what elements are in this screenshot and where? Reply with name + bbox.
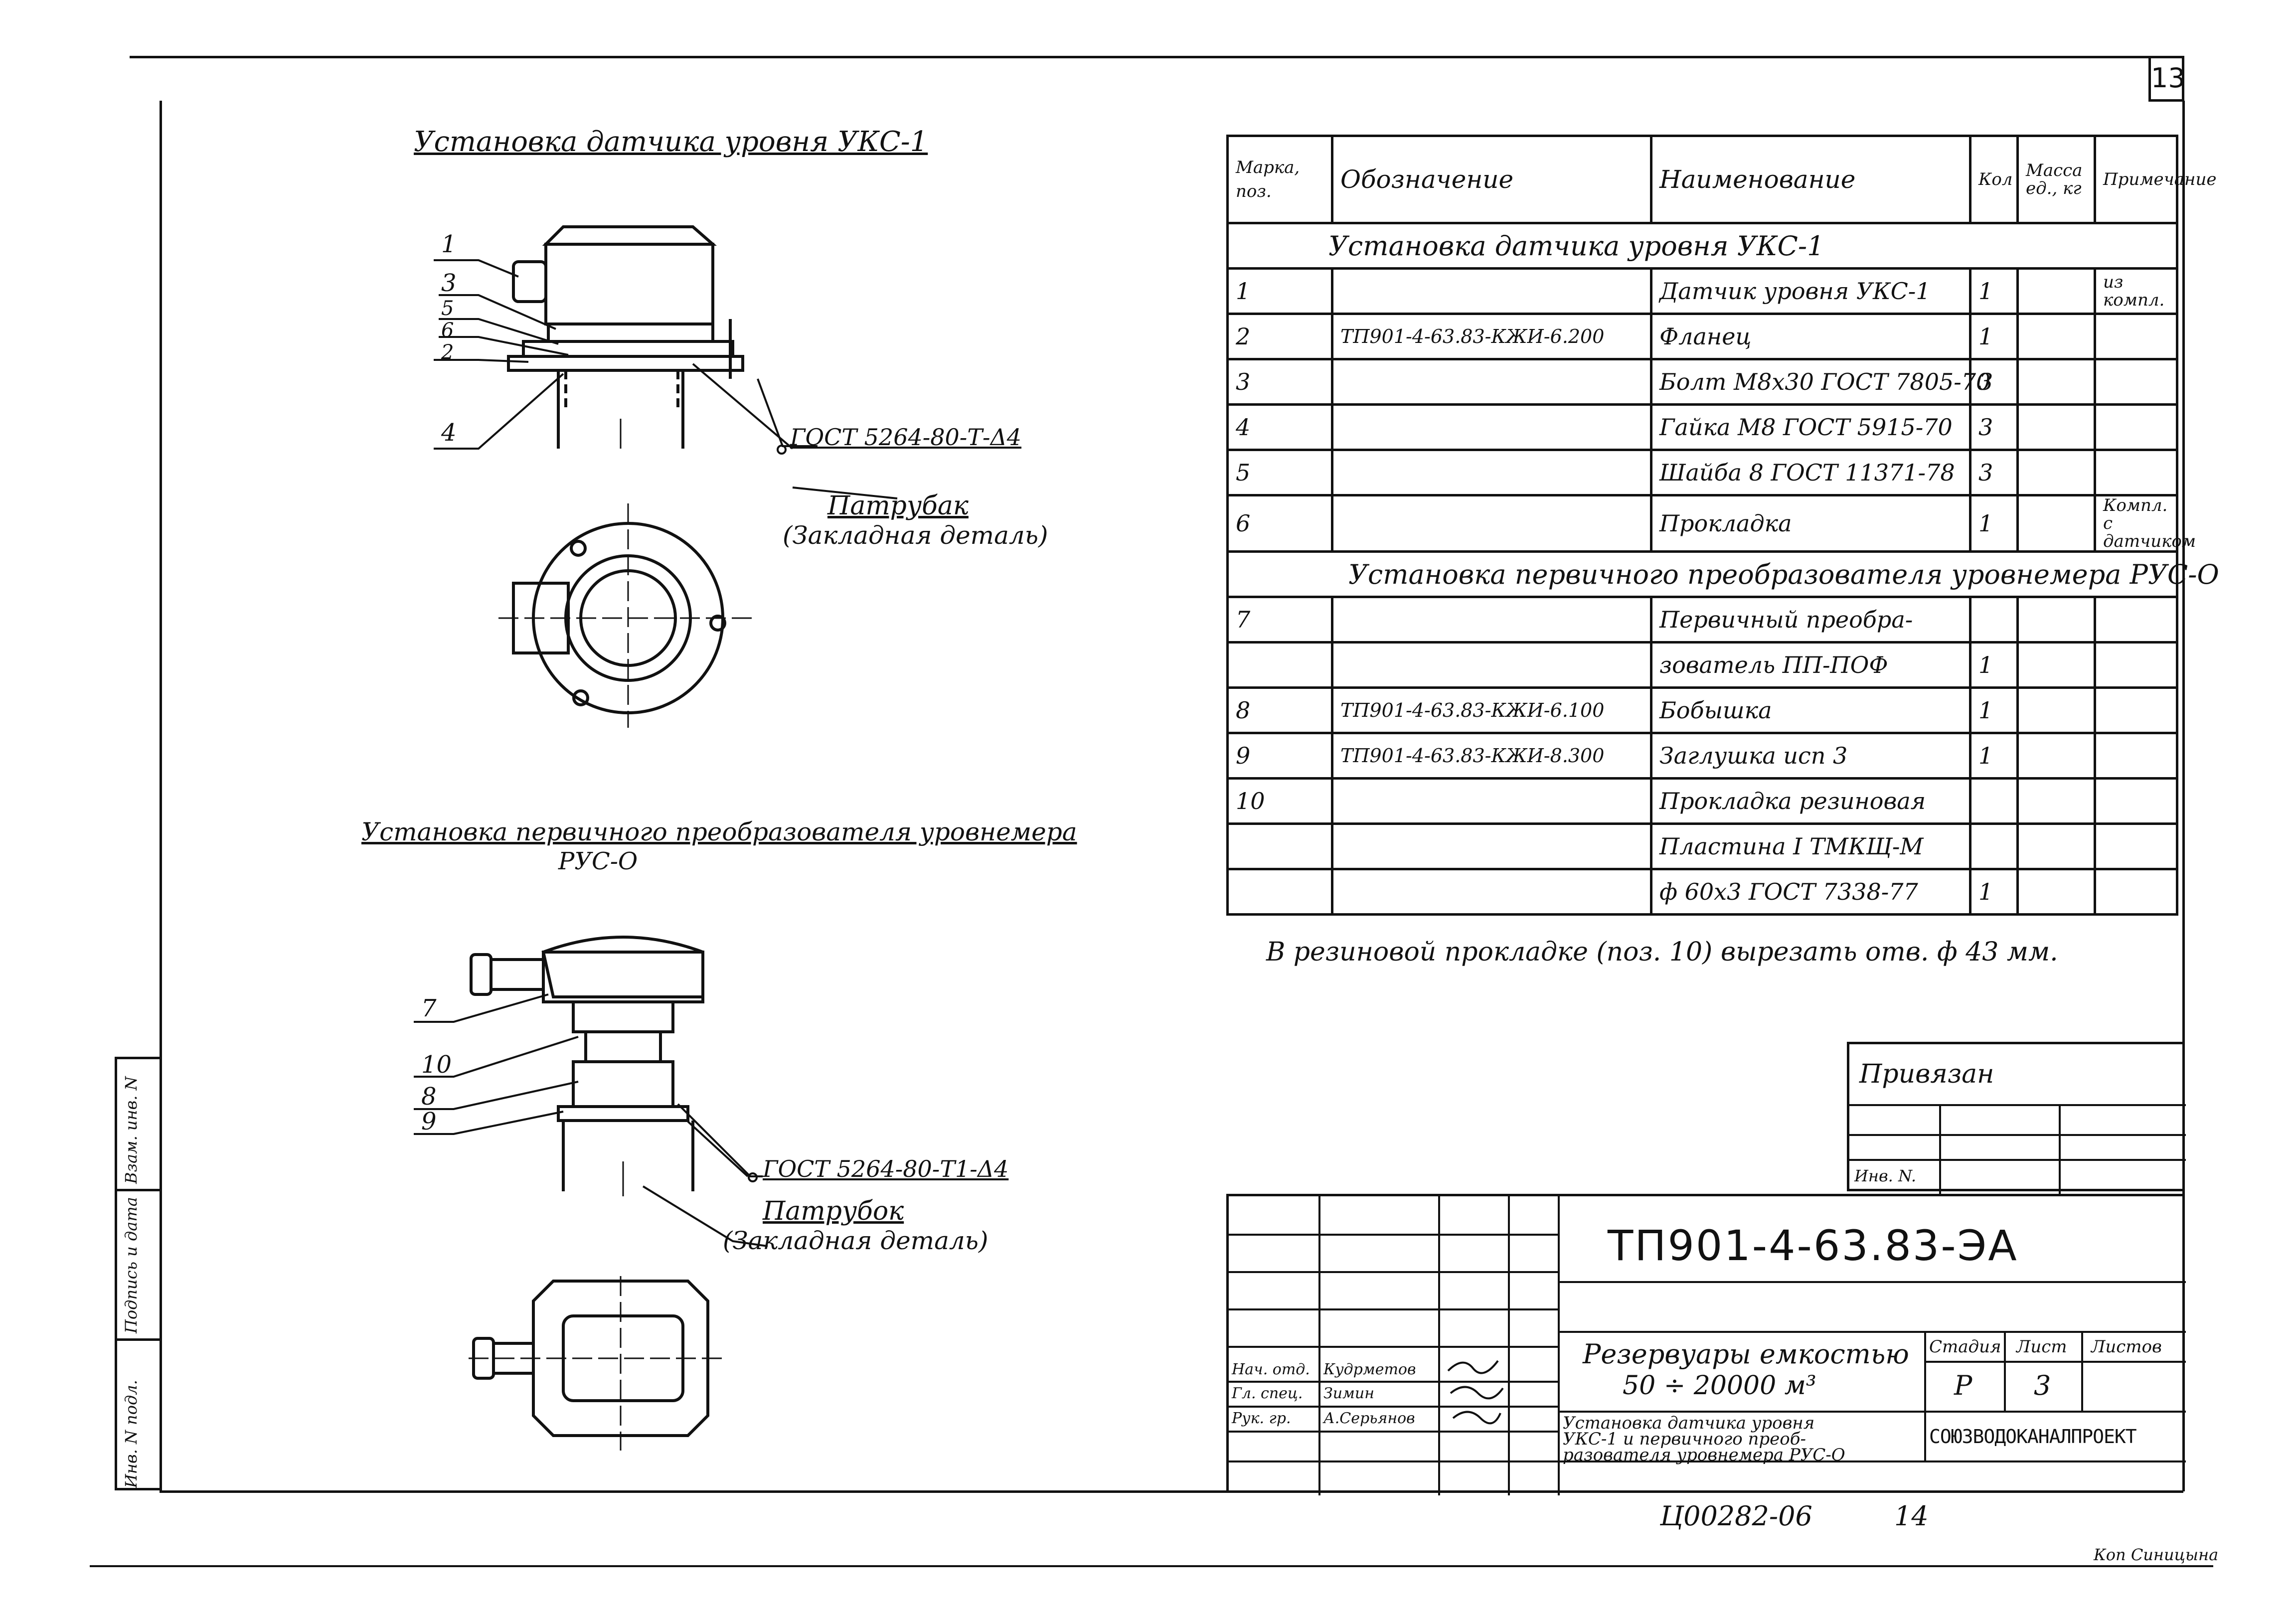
inventory-label: Инв. N. bbox=[1854, 1166, 1917, 1185]
callout-7: 7 bbox=[421, 994, 437, 1022]
embedded-label-bottom: (Закладная деталь) bbox=[723, 1226, 988, 1255]
specification-table: Марка, поз. Обозначение Наименование Кол… bbox=[1226, 135, 2219, 916]
embedded-label-top: (Закладная деталь) bbox=[783, 521, 1048, 550]
callout-3: 3 bbox=[441, 269, 457, 297]
drawing-code: ТП901-4-63.83-ЭА bbox=[1608, 1221, 2018, 1270]
bottom-trim-line bbox=[90, 1565, 2213, 1567]
organization: СОЮЗВОДОКАНАЛПРОЕКТ bbox=[1929, 1426, 2137, 1448]
object-line2: 50 ÷ 20000 м³ bbox=[1623, 1371, 1816, 1401]
col-header-qty: Кол bbox=[1969, 135, 2019, 224]
sheets-label: Листов bbox=[2091, 1337, 2162, 1357]
table-row: Пластина I ТМКЩ-М bbox=[1226, 822, 2178, 870]
signature-scribbles bbox=[1447, 1360, 1504, 1425]
sheet-title-1: Установка датчика уровня bbox=[1563, 1413, 1815, 1433]
callout-4: 4 bbox=[441, 419, 457, 447]
callout-5: 5 bbox=[441, 297, 454, 320]
callout-6: 6 bbox=[441, 319, 454, 342]
spec-header-row: Марка, поз. Обозначение Наименование Кол… bbox=[1226, 135, 2216, 224]
weld-note-bottom: ГОСТ 5264-80-Т1-Δ4 bbox=[763, 1155, 1009, 1182]
callout-9: 9 bbox=[421, 1108, 437, 1135]
drawing-note: В резиновой прокладке (поз. 10) вырезать… bbox=[1266, 937, 2058, 967]
section-1-title: Установка датчика уровня УКС-1 bbox=[1226, 222, 2178, 270]
sheet-title-2: УКС-1 и первичного преоб- bbox=[1563, 1429, 1806, 1449]
title-block: ТП901-4-63.83-ЭА Резервуары емкостью 50 … bbox=[1226, 1194, 2186, 1495]
col-header-name: Наименование bbox=[1650, 135, 1971, 224]
role-1: Нач. отд. bbox=[1232, 1361, 1310, 1378]
binding-block: Привязан Инв. N. bbox=[1847, 1042, 2186, 1194]
callout-10: 10 bbox=[421, 1051, 452, 1079]
bottom-view-title-2: РУС-О bbox=[558, 847, 638, 875]
spec-section-1: Установка датчика уровня УКС-1 bbox=[1226, 222, 2178, 270]
name-2: Зимин bbox=[1323, 1385, 1374, 1402]
sheet-value: 3 bbox=[2034, 1370, 2051, 1401]
name-3: А.Серьянов bbox=[1323, 1410, 1415, 1427]
name-1: Кудрметов bbox=[1323, 1361, 1416, 1378]
col-header-code: Обозначение bbox=[1331, 135, 1652, 224]
callout-2: 2 bbox=[441, 341, 454, 364]
col-header-mass: Масса ед., кг bbox=[2016, 135, 2096, 224]
stage-value: Р bbox=[1954, 1370, 1972, 1401]
spec-section-2: Установка первичного преобразователя уро… bbox=[1226, 550, 2219, 598]
page-number-box: 13 bbox=[2148, 56, 2185, 102]
role-3: Рук. гр. bbox=[1232, 1410, 1291, 1427]
callout-1: 1 bbox=[441, 230, 457, 258]
role-2: Гл. спец. bbox=[1232, 1385, 1303, 1402]
nozzle-label-bottom: Патрубок bbox=[763, 1196, 904, 1226]
stage-label: Стадия bbox=[1929, 1337, 2001, 1357]
col-header-note: Примечание bbox=[2094, 135, 2216, 224]
bottom-view-title-1: Установка первичного преобразователя уро… bbox=[361, 817, 1077, 846]
top-trim-line bbox=[130, 56, 2183, 58]
sheet-title-3: разователя уровнемера РУС-О bbox=[1563, 1445, 1845, 1465]
section-2-title: Установка первичного преобразователя уро… bbox=[1226, 550, 2219, 598]
object-line1: Резервуары емкостью bbox=[1583, 1338, 1909, 1370]
sheet-label: Лист bbox=[2016, 1337, 2067, 1357]
frame-left bbox=[160, 101, 162, 1491]
binding-title: Привязан bbox=[1859, 1059, 1994, 1089]
side-stamp bbox=[115, 1057, 162, 1490]
top-view-title: Установка датчика уровня УКС-1 bbox=[414, 126, 928, 158]
page-number: 13 bbox=[2151, 62, 2185, 94]
nozzle-label-top: Патрубак bbox=[827, 491, 969, 521]
frame-right bbox=[2182, 101, 2185, 1491]
col-header-pos: Марка, поз. bbox=[1226, 135, 1333, 224]
archive-number: Ц00282-06 bbox=[1660, 1500, 1812, 1532]
sensor-ukc-drawing bbox=[414, 225, 898, 1451]
weld-note-top: ГОСТ 5264-80-Т-Δ4 bbox=[790, 424, 1022, 451]
frame-bottom bbox=[160, 1490, 2183, 1493]
copied-by: Коп Синицына bbox=[2094, 1545, 2219, 1564]
callout-8: 8 bbox=[421, 1083, 437, 1111]
archive-page: 14 bbox=[1894, 1500, 1929, 1532]
